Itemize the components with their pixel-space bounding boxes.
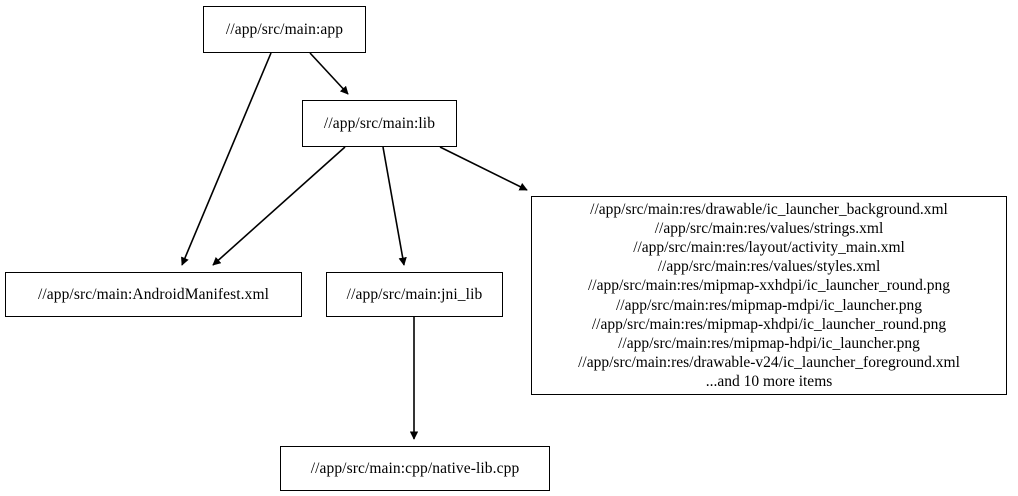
node-res-group-line: //app/src/main:res/drawable/ic_launcher_… xyxy=(590,201,948,219)
node-res-group-line: //app/src/main:res/values/styles.xml xyxy=(657,258,881,276)
node-res-group-line: //app/src/main:res/layout/activity_main.… xyxy=(633,239,905,257)
node-app-label: //app/src/main:app xyxy=(225,20,344,38)
node-res-group-line: //app/src/main:res/mipmap-xxhdpi/ic_laun… xyxy=(587,277,950,295)
node-androidmanifest[interactable]: //app/src/main:AndroidManifest.xml xyxy=(5,272,302,317)
node-res-group-line: //app/src/main:res/drawable-v24/ic_launc… xyxy=(578,353,960,371)
node-lib[interactable]: //app/src/main:lib xyxy=(302,100,457,147)
node-androidmanifest-label: //app/src/main:AndroidManifest.xml xyxy=(37,285,270,303)
edge-app-to-androidmanifest xyxy=(181,52,272,266)
node-res-group-label-list: //app/src/main:res/drawable/ic_launcher_… xyxy=(578,200,960,391)
node-res-group-line: //app/src/main:res/mipmap-mdpi/ic_launch… xyxy=(615,296,923,314)
node-native-lib-cpp-label: //app/src/main:cpp/native-lib.cpp xyxy=(310,459,520,477)
node-res-group[interactable]: //app/src/main:res/drawable/ic_launcher_… xyxy=(531,196,1007,395)
edge-lib-to-jnilib xyxy=(382,146,407,266)
node-res-group-line: //app/src/main:res/values/strings.xml xyxy=(654,220,884,238)
node-native-lib-cpp[interactable]: //app/src/main:cpp/native-lib.cpp xyxy=(280,446,550,491)
node-jni-lib-label: //app/src/main:jni_lib xyxy=(346,285,483,303)
node-app[interactable]: //app/src/main:app xyxy=(203,6,366,53)
node-res-group-line: ...and 10 more items xyxy=(705,372,833,390)
edge-lib-to-androidmanifest xyxy=(212,146,346,266)
node-res-group-line: //app/src/main:res/mipmap-xhdpi/ic_launc… xyxy=(591,315,947,333)
node-res-group-line: //app/src/main:res/mipmap-hdpi/ic_launch… xyxy=(618,334,920,352)
node-jni-lib[interactable]: //app/src/main:jni_lib xyxy=(326,272,503,317)
edge-app-to-lib xyxy=(309,52,349,95)
node-lib-label: //app/src/main:lib xyxy=(323,114,436,132)
edge-lib-to-res xyxy=(439,146,528,191)
